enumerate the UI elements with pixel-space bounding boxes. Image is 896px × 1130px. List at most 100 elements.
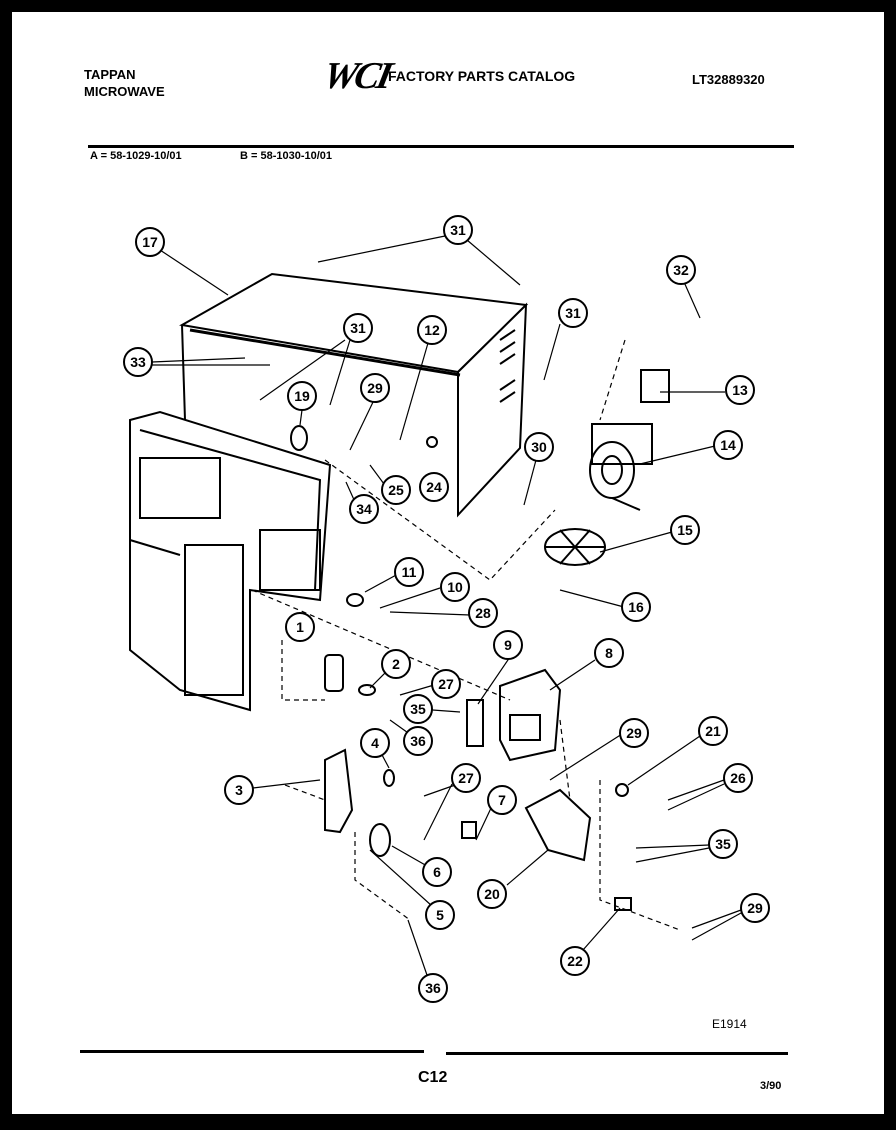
svg-text:27: 27: [458, 770, 474, 786]
callout-31: 31: [558, 298, 588, 328]
svg-text:17: 17: [142, 234, 158, 250]
callouts: 17 31 31 32 31 12 33 19 29 13 14 30 24 2…: [123, 215, 770, 1003]
callout-36: 36: [403, 726, 433, 756]
callout-6: 6: [422, 857, 452, 887]
callout-10: 10: [440, 572, 470, 602]
svg-text:6: 6: [433, 864, 441, 880]
callout-29: 29: [740, 893, 770, 923]
callout-27: 27: [451, 763, 481, 793]
part-19: [290, 425, 308, 451]
switch-13: [640, 369, 670, 403]
brand-block: TAPPAN MICROWAVE: [84, 66, 165, 100]
svg-text:19: 19: [294, 388, 310, 404]
model-b: B = 58-1030-10/01: [240, 150, 333, 162]
fan-motor: [589, 423, 653, 511]
svg-text:15: 15: [677, 522, 693, 538]
svg-text:11: 11: [402, 564, 417, 580]
svg-text:14: 14: [720, 437, 736, 453]
svg-text:31: 31: [350, 320, 366, 336]
callout-20: 20: [477, 879, 507, 909]
svg-text:31: 31: [565, 305, 581, 321]
svg-text:5: 5: [436, 907, 444, 923]
callout-32: 32: [666, 255, 696, 285]
callout-19: 19: [287, 381, 317, 411]
svg-text:13: 13: [732, 382, 748, 398]
callout-5: 5: [425, 900, 455, 930]
svg-text:9: 9: [504, 637, 512, 653]
callout-3: 3: [224, 775, 254, 805]
callout-33: 33: [123, 347, 153, 377]
svg-text:1: 1: [296, 619, 304, 635]
callout-29: 29: [619, 718, 649, 748]
callout-27: 27: [431, 669, 461, 699]
catalog-title: FACTORY PARTS CATALOG: [388, 68, 576, 84]
revision-date: 3/90: [760, 1080, 782, 1092]
oven-front-frame: [129, 410, 332, 712]
model-a: A = 58-1029-10/01: [90, 150, 182, 162]
header-rule: [88, 145, 794, 148]
callout-15: 15: [670, 515, 700, 545]
svg-text:34: 34: [356, 501, 372, 517]
svg-text:35: 35: [715, 836, 731, 852]
svg-text:26: 26: [730, 770, 746, 786]
part-6: [369, 823, 391, 857]
brand-line-2: MICROWAVE: [84, 84, 165, 99]
part-24: [426, 436, 438, 448]
callout-14: 14: [713, 430, 743, 460]
callout-31: 31: [343, 313, 373, 343]
callout-13: 13: [725, 375, 755, 405]
callout-2: 2: [381, 649, 411, 679]
brand-line-1: TAPPAN: [84, 67, 136, 82]
callout-8: 8: [594, 638, 624, 668]
svg-text:29: 29: [367, 380, 383, 396]
callout-12: 12: [417, 315, 447, 345]
callout-4: 4: [360, 728, 390, 758]
svg-text:35: 35: [410, 701, 426, 717]
leader-lines: [151, 235, 742, 979]
svg-text:25: 25: [388, 482, 404, 498]
svg-text:27: 27: [438, 676, 454, 692]
callout-36: 36: [418, 973, 448, 1003]
fan-blade: [544, 528, 606, 566]
svg-text:32: 32: [673, 262, 689, 278]
callout-34: 34: [349, 494, 379, 524]
svg-text:28: 28: [475, 605, 491, 621]
part-drawings: [129, 272, 670, 911]
callout-28: 28: [468, 598, 498, 628]
part-7: [461, 821, 477, 839]
outer-cabinet: [179, 272, 529, 518]
callout-17: 17: [135, 227, 165, 257]
part-9: [466, 699, 484, 747]
document-number: LT32889320: [692, 72, 765, 87]
part-1: [324, 654, 344, 692]
svg-text:29: 29: [626, 725, 642, 741]
drawing-code: E1914: [712, 1017, 747, 1031]
callout-7: 7: [487, 785, 517, 815]
callout-30: 30: [524, 432, 554, 462]
air-duct-20: [524, 788, 592, 862]
svg-text:12: 12: [424, 322, 440, 338]
callout-11: 11: [394, 557, 424, 587]
bracket-3: [324, 748, 354, 834]
callout-24: 24: [419, 472, 449, 502]
svg-text:31: 31: [450, 222, 466, 238]
page-number: C12: [418, 1069, 448, 1086]
part-2: [358, 684, 376, 696]
svg-text:7: 7: [498, 792, 506, 808]
svg-text:10: 10: [447, 579, 463, 595]
part-4: [383, 769, 395, 787]
callout-25: 25: [381, 475, 411, 505]
svg-text:30: 30: [531, 439, 547, 455]
svg-text:16: 16: [628, 599, 644, 615]
callout-26: 26: [723, 763, 753, 793]
callout-21: 21: [698, 716, 728, 746]
callout-35: 35: [403, 694, 433, 724]
svg-text:22: 22: [567, 953, 583, 969]
callout-29: 29: [360, 373, 390, 403]
callout-16: 16: [621, 592, 651, 622]
svg-text:20: 20: [484, 886, 500, 902]
component-8: [499, 668, 562, 762]
callout-9: 9: [493, 630, 523, 660]
svg-text:21: 21: [705, 723, 721, 739]
